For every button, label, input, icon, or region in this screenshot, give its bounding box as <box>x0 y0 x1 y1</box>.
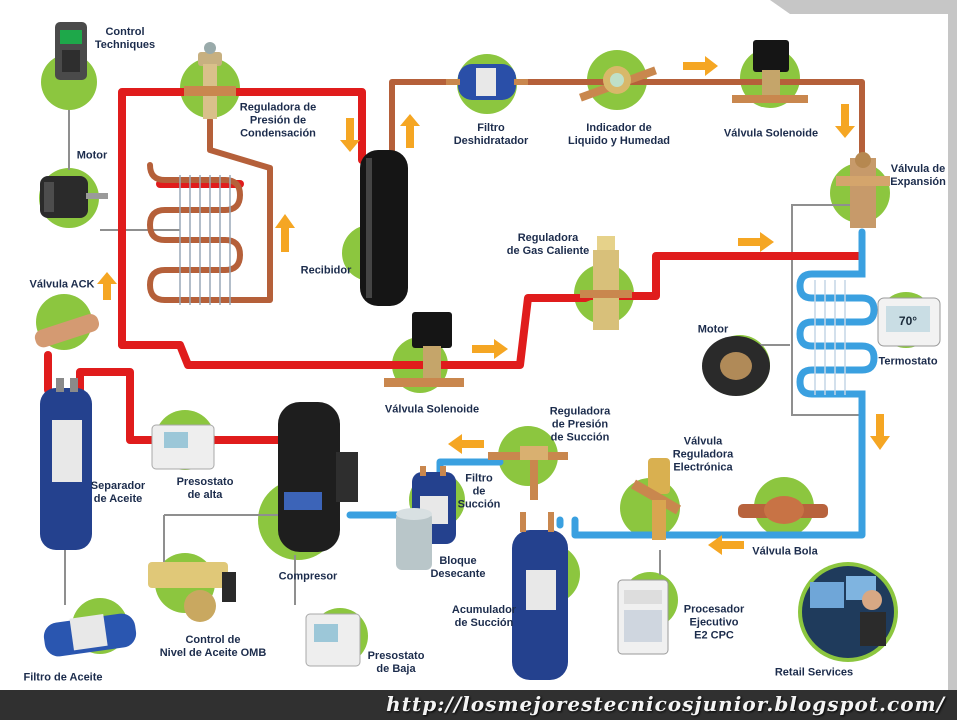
sight-glass <box>579 66 657 102</box>
label-termostato: Termostato <box>878 355 938 368</box>
condensation-regulator <box>184 42 236 119</box>
condenser-fins <box>179 175 231 305</box>
label-recibidor: Recibidor <box>300 264 352 277</box>
thermostat-display: 70° <box>899 314 917 328</box>
label-valvula-solenoide-top: Válvula Solenoide <box>723 127 819 140</box>
oil-separator <box>40 378 92 550</box>
flow-arrows <box>97 56 890 555</box>
solenoid-valve-mid <box>384 312 464 387</box>
low-pressure-switch <box>305 613 361 667</box>
control-techniques-drive <box>55 22 87 80</box>
fan-motor-left <box>40 176 108 218</box>
high-pressure-switch <box>151 424 215 470</box>
suction-accumulator <box>512 512 568 680</box>
receiver-tank <box>360 150 408 306</box>
evaporator-fins <box>814 280 846 395</box>
filter-drier <box>446 64 528 100</box>
electronic-regulating-valve <box>630 458 682 540</box>
label-valvula-ack: Válvula ACK <box>29 278 95 291</box>
footer-bar <box>0 690 957 720</box>
oil-filter <box>43 613 137 657</box>
hot-gas-regulator <box>580 236 632 330</box>
e2-controller <box>617 579 669 655</box>
discharge-lines <box>44 88 864 444</box>
ball-valve <box>738 496 828 524</box>
suction-lines <box>346 228 866 539</box>
footer-url[interactable]: http://losmejorestecnicosjunior.blogspot… <box>386 692 945 716</box>
evaporator-coil <box>796 258 878 413</box>
signal-wires <box>64 110 862 605</box>
label-retail-services: Retail Services <box>774 666 854 679</box>
retail-services-photo <box>802 566 894 658</box>
oil-level-control <box>148 562 236 622</box>
compressor <box>278 402 358 552</box>
label-compresor: Compresor <box>278 570 338 583</box>
label-valvula-solenoide-mid: Válvula Solenoide <box>384 403 480 416</box>
label-motor-right: Motor <box>697 323 729 336</box>
ack-valve <box>34 314 100 348</box>
fan-motor-right <box>702 336 770 396</box>
label-motor-left: Motor <box>76 149 108 162</box>
desiccant-block <box>396 508 432 570</box>
label-filtro-aceite: Filtro de Aceite <box>23 671 103 684</box>
suction-regulator <box>488 446 568 500</box>
label-valvula-bola: Válvula Bola <box>752 545 818 558</box>
expansion-valve <box>836 152 890 228</box>
thermostat-device <box>877 297 941 347</box>
solenoid-valve-top <box>732 40 808 103</box>
